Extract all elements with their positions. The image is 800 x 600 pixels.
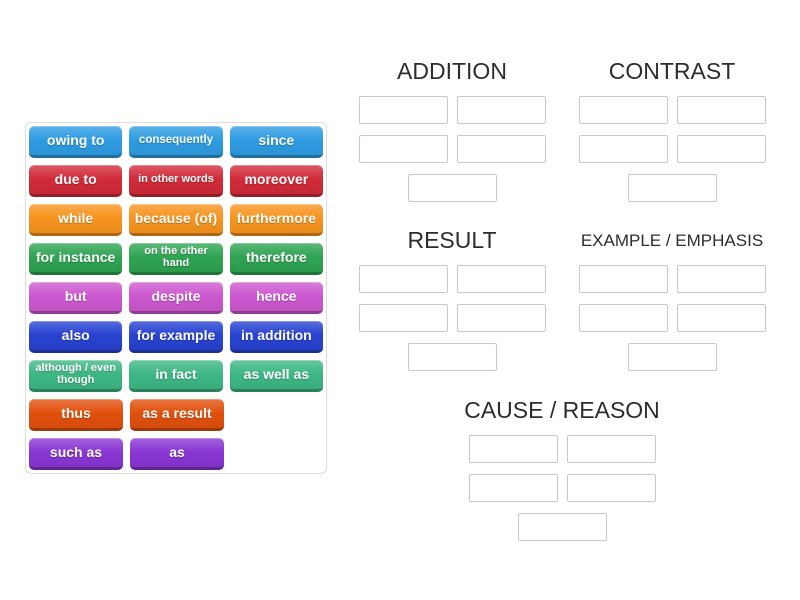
empty-slot[interactable] xyxy=(578,265,668,293)
empty-slot[interactable] xyxy=(578,135,668,163)
word-tile[interactable]: in fact xyxy=(129,360,223,392)
word-tile[interactable]: since xyxy=(229,126,323,158)
word-tile[interactable]: such as xyxy=(29,438,123,470)
group-example-emphasis: EXAMPLE / EMPHASIS xyxy=(578,224,766,371)
group-cause-reason: CAUSE / REASON xyxy=(464,394,660,541)
word-tile[interactable]: in addition xyxy=(229,321,323,353)
word-tile[interactable]: while xyxy=(29,204,123,236)
word-tile[interactable]: because (of) xyxy=(129,204,223,236)
word-tile[interactable]: as well as xyxy=(229,360,324,392)
group-header-example-emphasis: EXAMPLE / EMPHASIS xyxy=(580,230,764,250)
empty-slot[interactable] xyxy=(358,135,448,163)
word-tile[interactable]: hence xyxy=(229,282,323,314)
group-contrast: CONTRAST xyxy=(578,55,766,202)
word-tile[interactable]: furthermore xyxy=(229,204,323,236)
word-tile[interactable]: thus xyxy=(29,399,123,431)
empty-slot[interactable] xyxy=(517,513,607,541)
empty-slot[interactable] xyxy=(358,96,448,124)
group-header-contrast: CONTRAST xyxy=(608,58,736,84)
word-tile[interactable]: consequently xyxy=(129,126,223,158)
empty-slot[interactable] xyxy=(456,96,546,124)
empty-slot[interactable] xyxy=(407,174,497,202)
word-tile[interactable]: due to xyxy=(29,165,123,197)
word-tile[interactable]: on the other hand xyxy=(129,243,223,275)
empty-slot[interactable] xyxy=(676,96,766,124)
word-tile[interactable]: despite xyxy=(129,282,223,314)
empty-slot[interactable] xyxy=(358,304,448,332)
word-tile[interactable]: moreover xyxy=(229,165,324,197)
group-addition: ADDITION xyxy=(358,55,546,202)
empty-slot[interactable] xyxy=(566,474,656,502)
empty-slot[interactable] xyxy=(578,304,668,332)
slot-grid-result xyxy=(358,265,546,371)
word-tile[interactable]: for instance xyxy=(29,243,123,275)
empty-slot[interactable] xyxy=(676,135,766,163)
empty-slot[interactable] xyxy=(578,96,668,124)
slot-grid-addition xyxy=(358,96,546,202)
empty-slot[interactable] xyxy=(627,343,717,371)
empty-slot[interactable] xyxy=(407,343,497,371)
slot-grid-cause-reason xyxy=(468,435,656,541)
empty-slot[interactable] xyxy=(566,435,656,463)
empty-slot[interactable] xyxy=(676,265,766,293)
empty-slot[interactable] xyxy=(627,174,717,202)
slot-grid-example-emphasis xyxy=(578,265,766,371)
group-header-cause-reason: CAUSE / REASON xyxy=(464,397,660,423)
word-tile[interactable]: in other words xyxy=(129,165,223,197)
empty-slot[interactable] xyxy=(676,304,766,332)
word-tile[interactable]: but xyxy=(29,282,123,314)
empty-slot[interactable] xyxy=(468,435,558,463)
word-tile[interactable]: for example xyxy=(129,321,223,353)
word-tile[interactable]: therefore xyxy=(229,243,324,275)
empty-slot[interactable] xyxy=(456,135,546,163)
group-header-addition: ADDITION xyxy=(397,58,507,84)
group-result: RESULT xyxy=(358,224,546,371)
empty-slot[interactable] xyxy=(468,474,558,502)
empty-slot[interactable] xyxy=(456,304,546,332)
empty-slot[interactable] xyxy=(456,265,546,293)
empty-slot[interactable] xyxy=(358,265,448,293)
word-tile[interactable]: as xyxy=(130,438,224,470)
word-tile[interactable]: as a result xyxy=(130,399,224,431)
word-tile[interactable]: owing to xyxy=(29,126,123,158)
word-tile[interactable]: although / even though xyxy=(29,360,123,392)
group-header-result: RESULT xyxy=(407,227,497,253)
slot-grid-contrast xyxy=(578,96,766,202)
word-tile[interactable]: also xyxy=(29,321,123,353)
